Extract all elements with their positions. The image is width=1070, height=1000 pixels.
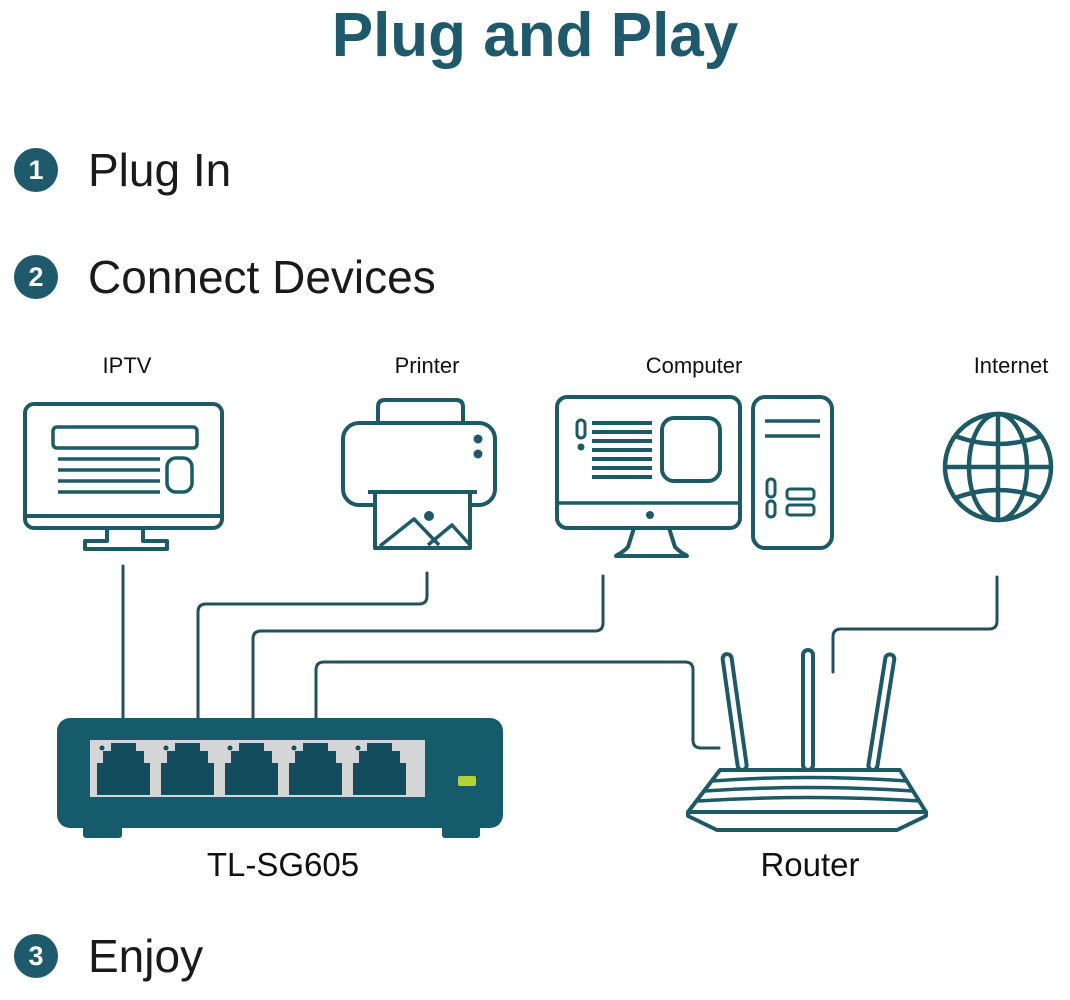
switch-model-caption: TL-SG605 [206,846,360,883]
step-3-badge: 3 [14,934,58,978]
cables [121,564,999,750]
switch-ports [97,743,406,795]
step-2-label: Connect Devices [88,251,436,303]
computer-icon [555,395,834,558]
router-antenna-center [801,648,815,772]
printer-label: Printer [394,353,460,378]
port-led-dot [163,745,169,751]
port-led-dot [227,745,233,751]
power-led [458,776,476,786]
port-led-dot [99,745,105,751]
ethernet-port-5 [353,743,406,795]
printer-icon [341,398,497,550]
ethernet-port-3 [225,743,278,795]
cable-internet-to-router [831,575,999,674]
step-1-badge: 1 [14,148,58,192]
router-antenna-right [866,652,897,773]
cable-switch-to-router [314,660,721,750]
cable-computer-to-switch [251,574,605,725]
router-icon [686,648,928,832]
router-caption: Router [760,846,860,883]
cable-printer-to-switch [196,571,429,725]
port-led-dot [355,745,361,751]
step-2-connect-devices: 2 Connect Devices [14,251,436,303]
step-3-enjoy: 3 Enjoy [14,930,203,982]
ethernet-port-2 [161,743,214,795]
computer-label: Computer [645,353,743,378]
router-antenna-left [720,652,749,773]
router-base [686,810,928,832]
step-3-label: Enjoy [88,930,204,982]
iptv-icon [23,402,224,551]
internet-globe-icon [942,411,1054,523]
step-1-label: Plug In [88,144,232,196]
step-1-plug-in: 1 Plug In [14,144,231,196]
port-led-dot [291,745,297,751]
ethernet-port-4 [289,743,342,795]
internet-label: Internet [973,353,1049,378]
step-2-badge: 2 [14,255,58,299]
switch-device [57,718,503,838]
iptv-label: IPTV [102,353,152,378]
ethernet-port-1 [97,743,150,795]
page-title: Plug and Play [331,1,739,70]
